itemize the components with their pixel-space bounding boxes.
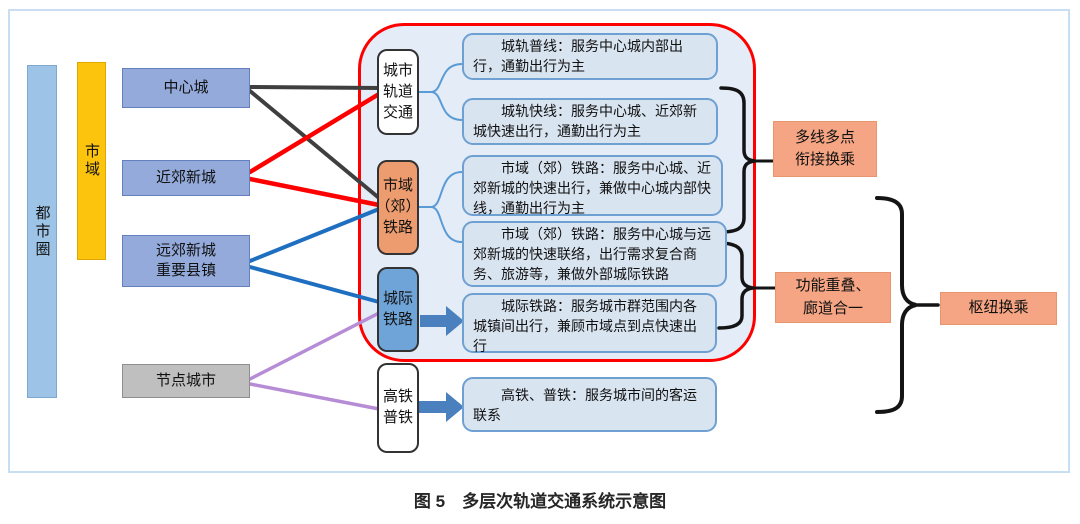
intercity-rail-line2: 铁路 [382,311,413,328]
mode-metropolitan-suburban-rail: 市域 （郊） 铁路 [375,160,421,255]
hsr-line1: 高铁 [382,389,413,405]
desc-urban-rail-express: 城轨快线：服务中心城、近郊新城快速出行，通勤出行为主 [462,98,718,145]
metro-rail-line2: （郊） [375,199,421,215]
figure-caption: 图 5 多层次轨道交通系统示意图 [413,492,667,511]
mode-intercity-rail: 城际 铁路 [377,267,419,352]
metro-area-bar: 都市圈 [27,65,57,398]
box-central-city: 中心城 [122,68,250,108]
urban-rail-line1: 城市 [382,62,413,79]
hsr-line2: 普铁 [382,410,413,426]
desc-urban-rail-local: 城轨普线：服务中心城内部出行，通勤出行为主 [462,33,718,80]
metro-area-label: 都市圈 [33,204,50,259]
annotation-function-overlap: 功能重叠、 廊道合一 [775,272,891,323]
annotation-hub-transfer: 枢纽换乘 [940,292,1057,325]
annotation3-line1: 枢纽换乘 [968,300,1029,317]
city-region-bar: 市域 [77,62,106,260]
box-node-city: 节点城市 [122,364,250,398]
box-near-suburb-newtown: 近郊新城 [122,160,250,196]
annotation2-line2: 廊道合一 [802,300,863,317]
far-suburb-label-line1: 远郊新城 [155,242,216,259]
urban-rail-line2: 轨道 [382,83,413,100]
annotation1-line2: 衔接换乘 [794,152,855,168]
far-suburb-label-line2: 重要县镇 [155,263,216,279]
annotation-multiline-transfer: 多线多点 衔接换乘 [773,121,877,177]
annotation1-line1: 多线多点 [794,129,855,146]
metro-rail-line1: 市域 [382,178,413,194]
mode-urban-rail-transit: 城市 轨道 交通 [377,49,419,135]
desc-intercity-rail: 城际铁路：服务城市群范围内各城镇间出行，兼顾市域点到点快速出行 [462,293,717,355]
desc-metro-rail-commute: 市域（郊）铁路：服务中心城、近郊新城的快速出行，兼做中心城内部快线，通勤出行为主 [462,155,723,217]
city-region-label: 市域 [83,143,99,179]
intercity-rail-line1: 城际 [382,290,413,307]
desc-hsr-conventional: 高铁、普铁：服务城市间的客运联系 [462,377,717,432]
desc-metro-rail-link: 市域（郊）铁路：服务中心城与远郊新城的快速联络，出行需求复合商务、旅游等，兼做外… [462,221,727,287]
near-suburb-label: 近郊新城 [155,169,216,186]
central-city-label: 中心城 [163,79,209,96]
node-city-label: 节点城市 [155,372,216,389]
metro-rail-line3: 铁路 [382,220,413,236]
annotation2-line1: 功能重叠、 [795,278,871,294]
box-far-suburb-newtown: 远郊新城 重要县镇 [122,235,250,287]
mode-highspeed-conventional-rail: 高铁 普铁 [377,363,419,453]
urban-rail-line3: 交通 [382,104,413,121]
